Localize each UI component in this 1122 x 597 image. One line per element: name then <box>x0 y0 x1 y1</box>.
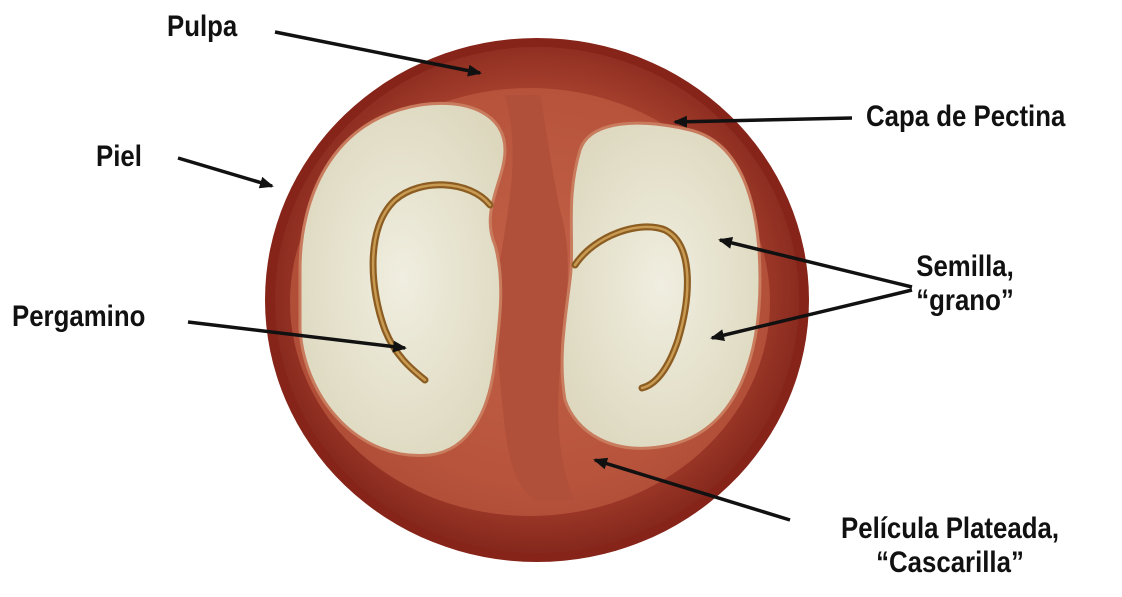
piel-arrow <box>178 158 272 186</box>
label-semilla-grano: Semilla, “grano” <box>913 250 1016 318</box>
label-pelicula-plateada-cascarilla: Película Plateada, “Cascarilla” <box>821 512 1079 580</box>
label-pergamino: Pergamino <box>12 300 145 334</box>
label-capa-de-pectina: Capa de Pectina <box>866 100 1065 134</box>
right-seed <box>562 123 760 448</box>
label-piel: Piel <box>96 140 142 174</box>
label-pulpa: Pulpa <box>167 10 237 44</box>
